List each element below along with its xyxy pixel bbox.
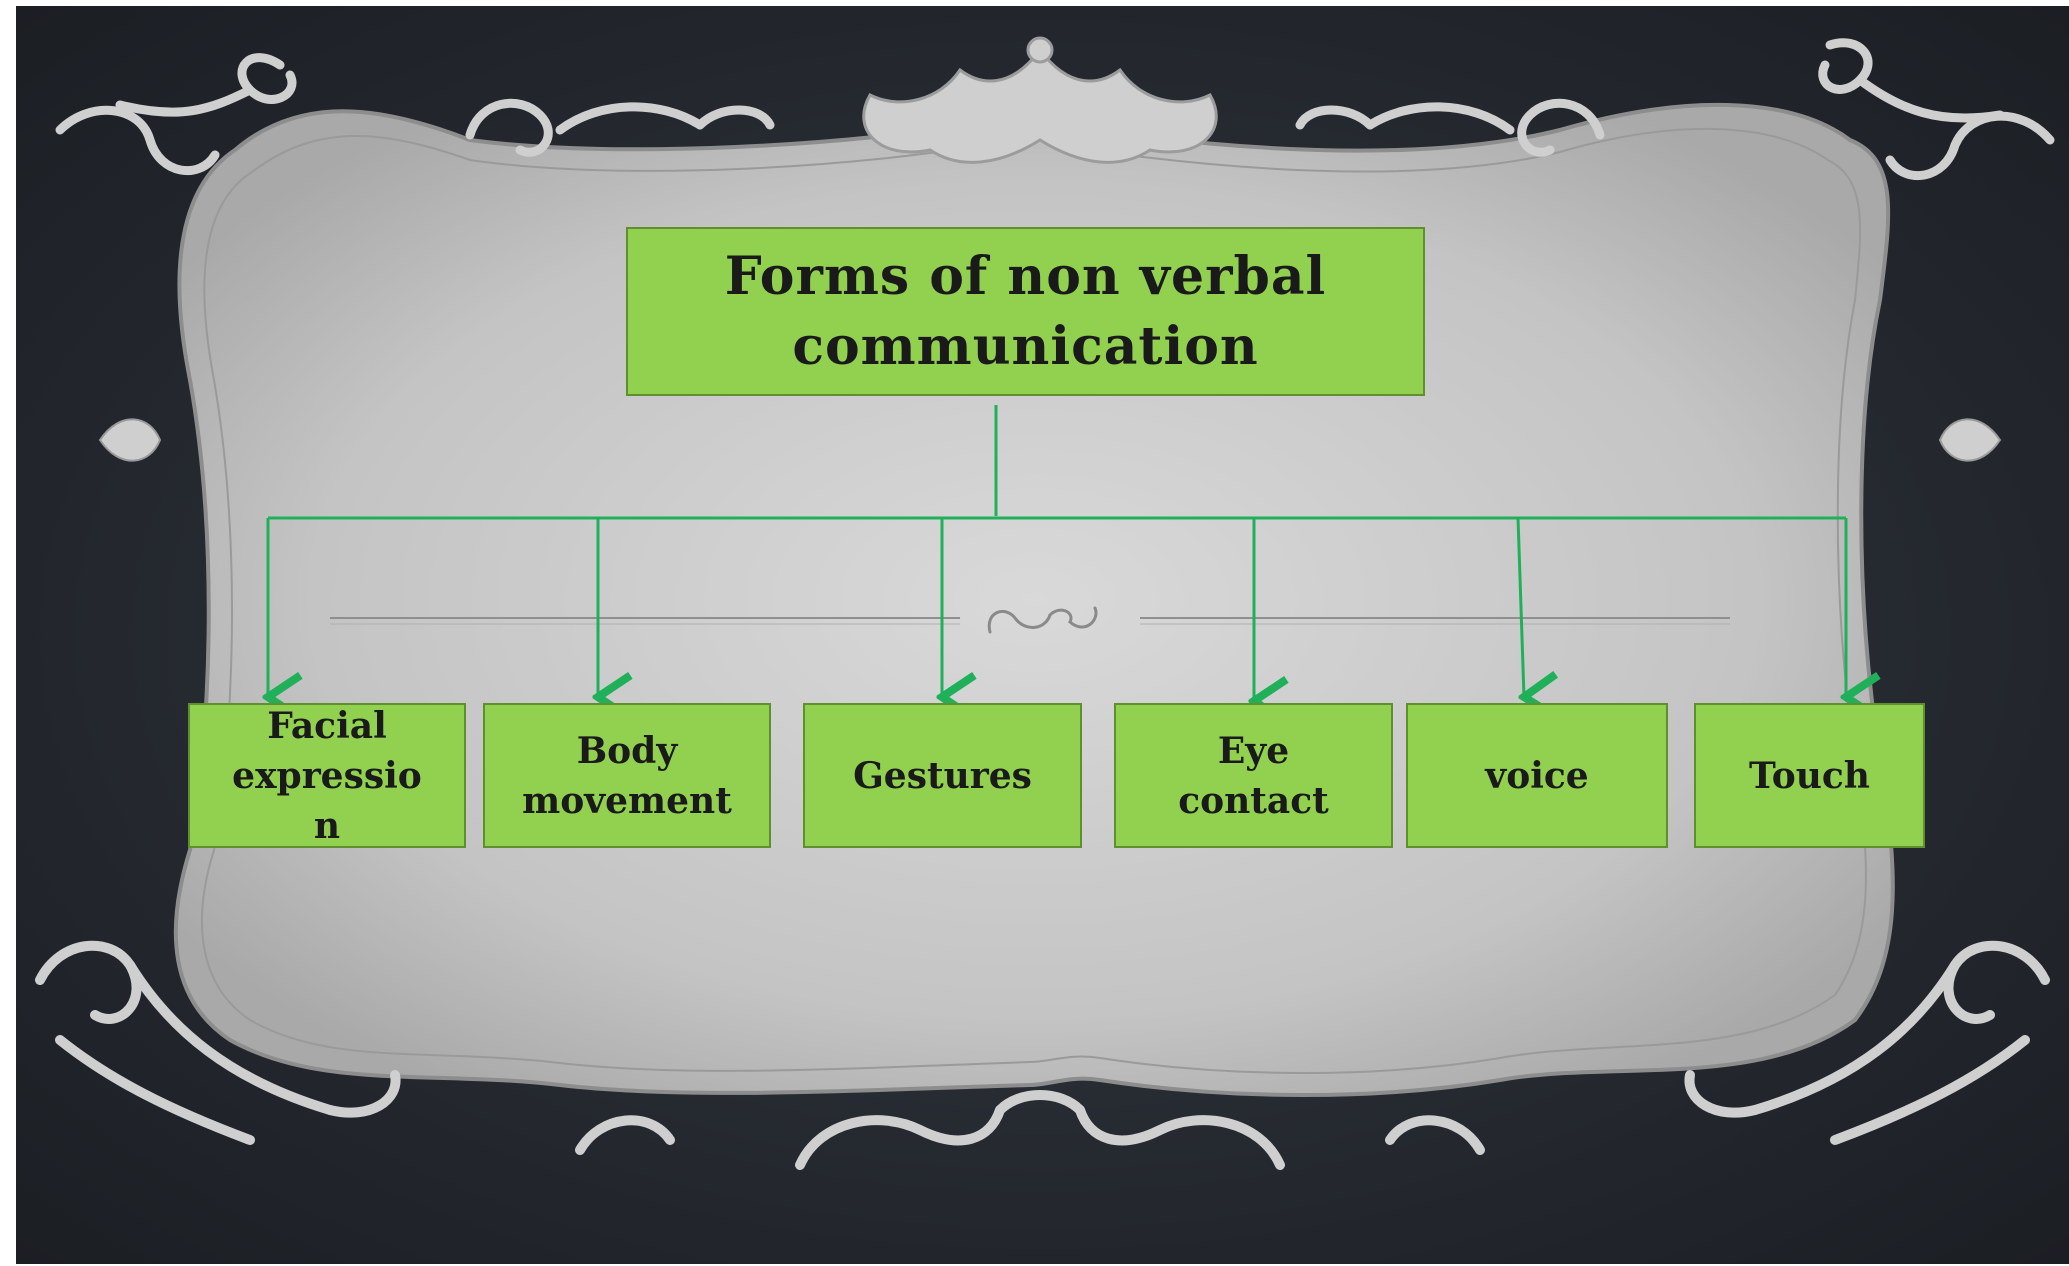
divider <box>330 617 1730 625</box>
top-right-ornament <box>1295 38 2055 180</box>
side-ornaments <box>98 418 2002 462</box>
top-center-ornament <box>862 36 1218 164</box>
bottom-left-ornament <box>35 940 675 1155</box>
node-body-movement: Body movement <box>483 703 771 848</box>
node-gestures: Gestures <box>803 703 1082 848</box>
flourish-icon <box>987 606 1098 634</box>
bottom-center-ornament <box>795 1090 1285 1170</box>
root-node-title: Forms of non verbal communication <box>626 227 1425 396</box>
node-voice: voice <box>1406 703 1668 848</box>
bottom-right-ornament <box>1385 940 2050 1155</box>
connectors <box>268 405 1846 701</box>
node-touch: Touch <box>1694 703 1925 848</box>
top-left-ornament <box>55 53 775 175</box>
node-eye-contact: Eye contact <box>1114 703 1393 848</box>
arrow-voice <box>1516 517 1524 697</box>
node-facial-expression: Facial expressio n <box>188 703 466 848</box>
